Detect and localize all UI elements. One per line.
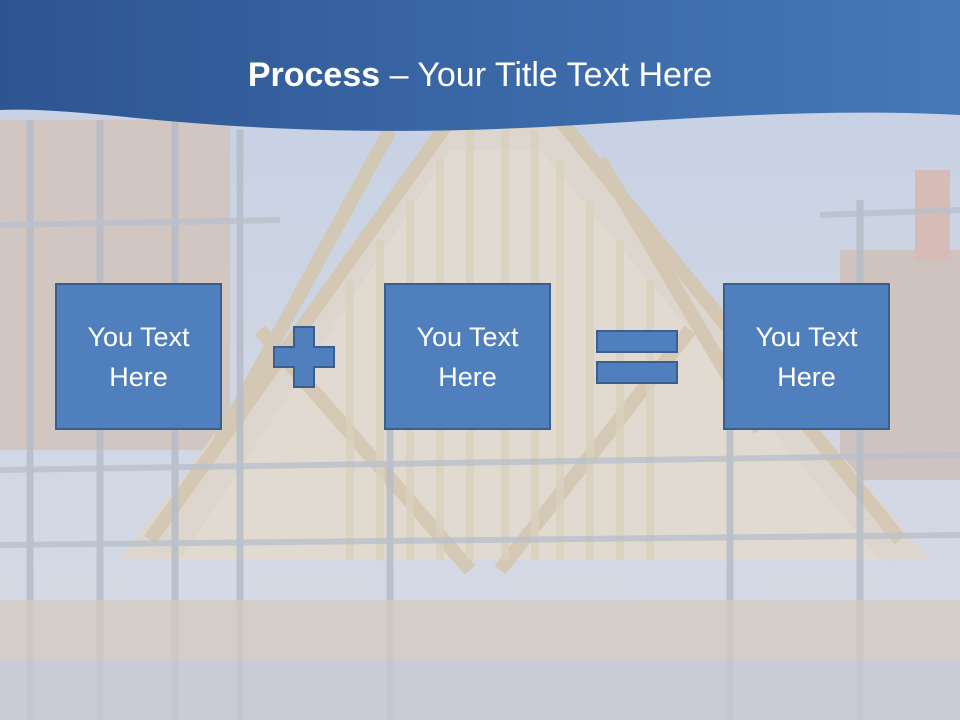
process-box-text: You Text Here xyxy=(755,321,858,392)
header-wave xyxy=(0,0,960,131)
process-box-1[interactable]: You Text Here xyxy=(55,283,222,430)
title-rest: – Your Title Text Here xyxy=(380,56,713,94)
plus-icon xyxy=(273,326,335,388)
process-box-2[interactable]: You Text Here xyxy=(384,283,551,430)
process-box-3[interactable]: You Text Here xyxy=(723,283,890,430)
slide-title: Process – Your Title Text Here xyxy=(0,50,960,100)
title-bold-part: Process xyxy=(247,56,381,94)
equals-icon xyxy=(596,330,678,384)
process-box-text: You Text Here xyxy=(416,321,519,392)
process-box-text: You Text Here xyxy=(87,321,190,392)
